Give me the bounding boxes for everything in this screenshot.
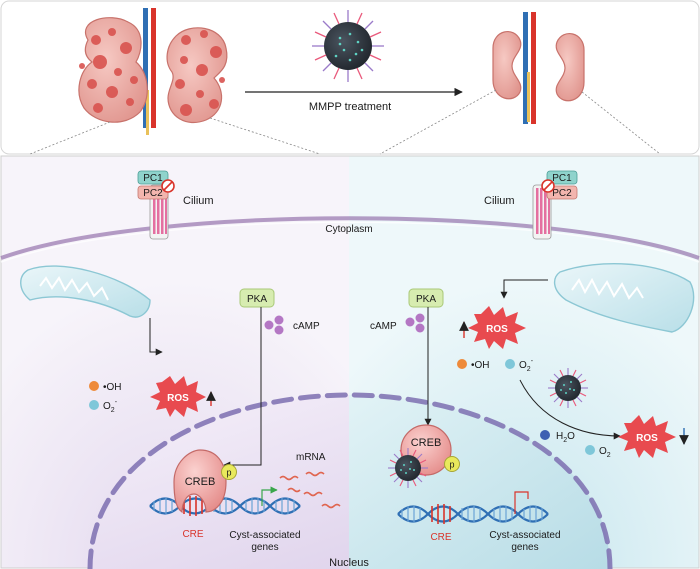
- cilium-label-right: Cilium: [484, 195, 515, 207]
- superoxide-dot-left: [89, 400, 99, 410]
- pc1-label-right: PC1: [552, 173, 572, 184]
- hydroxyl-dot-left: [89, 381, 99, 391]
- oxygen-dot: [585, 445, 595, 455]
- genes-label-right-1: Cyst-associated: [489, 530, 560, 541]
- hydroxyl-label-right: •OH: [471, 360, 490, 371]
- dna-right: CRE: [397, 504, 549, 543]
- left-pka-pathway: PKA cAMP: [223, 288, 320, 469]
- inhibit-icon: [161, 179, 175, 193]
- ros-burst-left: [150, 376, 206, 417]
- mrna-label: mRNA: [296, 452, 326, 463]
- pka-box-left: [239, 288, 275, 308]
- ros-burst-right-bottom: [618, 415, 676, 458]
- genes-label-right-2: genes: [511, 542, 538, 553]
- pka-box-right: [408, 288, 444, 308]
- camp-dots-left: [264, 315, 284, 335]
- creb-right: CREB p: [387, 424, 460, 489]
- genes-label-left-1: Cyst-associated: [229, 530, 300, 541]
- mrna-strands: [279, 471, 341, 509]
- water-label: H2O: [556, 431, 575, 444]
- inhibit-icon-right: [541, 179, 555, 193]
- creb-left: CREB p: [173, 449, 237, 514]
- nanoparticle-scavenger: [547, 367, 589, 409]
- nanoparticle-bound: [387, 447, 429, 489]
- cilium-right: PC1 PC2 Cilium: [484, 170, 578, 240]
- pc2-label-right: PC2: [552, 188, 572, 199]
- left-ros-pathway: •OH O2- ROS: [89, 318, 216, 417]
- cre-label-right: CRE: [430, 532, 451, 543]
- ros-label-right-top: ROS: [486, 324, 508, 335]
- phospho-label-left: p: [226, 468, 231, 478]
- cilium-label-left: Cilium: [183, 195, 214, 207]
- oxygen-label: O2: [599, 446, 611, 459]
- superoxide-dot-right: [505, 359, 515, 369]
- phospho-badge-left: [221, 464, 237, 480]
- pc1-label-left: PC1: [143, 173, 163, 184]
- pc2-label-left: PC2: [143, 188, 163, 199]
- cilium-left: PC1 PC2 Cilium: [137, 170, 214, 240]
- mmpp-nanoparticle: [312, 10, 384, 82]
- hydroxyl-label-left: •OH: [103, 382, 122, 393]
- apical-membrane: [0, 216, 700, 260]
- pka-label-left: PKA: [247, 294, 267, 305]
- genes-label-left-2: genes: [251, 542, 278, 553]
- camp-dots-right: [405, 313, 425, 333]
- transcription-arrow: [261, 486, 278, 506]
- superoxide-label-right: O2-: [519, 358, 534, 373]
- ros-label-right-bottom: ROS: [636, 433, 658, 444]
- right-ros-pathway: ROS •OH O2- H2O O2 ROS: [457, 279, 689, 459]
- water-dot: [540, 430, 550, 440]
- healthy-kidneys: [492, 12, 585, 124]
- camp-label-left: cAMP: [293, 321, 320, 332]
- cytoplasm-label: Cytoplasm: [325, 224, 372, 235]
- ros-burst-right-top: [468, 306, 526, 349]
- creb-label-right: CREB: [411, 437, 442, 449]
- polycystic-kidneys: [78, 8, 228, 135]
- creb-label-left: CREB: [185, 476, 216, 488]
- treatment-label: MMPP treatment: [309, 101, 391, 113]
- camp-label-right: cAMP: [370, 321, 397, 332]
- mitochondrion-left: [20, 265, 151, 318]
- cre-label-left: CRE: [182, 529, 203, 540]
- blocked-transcription-icon: [514, 491, 529, 514]
- ros-label-left: ROS: [167, 393, 189, 404]
- phospho-badge-right: [444, 456, 460, 472]
- nucleus-label: Nucleus: [329, 557, 369, 569]
- phospho-label-right: p: [449, 460, 454, 470]
- right-pka-pathway: PKA cAMP: [370, 288, 444, 426]
- mitochondrion-right: [553, 263, 695, 333]
- hydroxyl-dot-right: [457, 359, 467, 369]
- superoxide-label-left: O2-: [103, 399, 118, 414]
- pka-label-right: PKA: [416, 294, 436, 305]
